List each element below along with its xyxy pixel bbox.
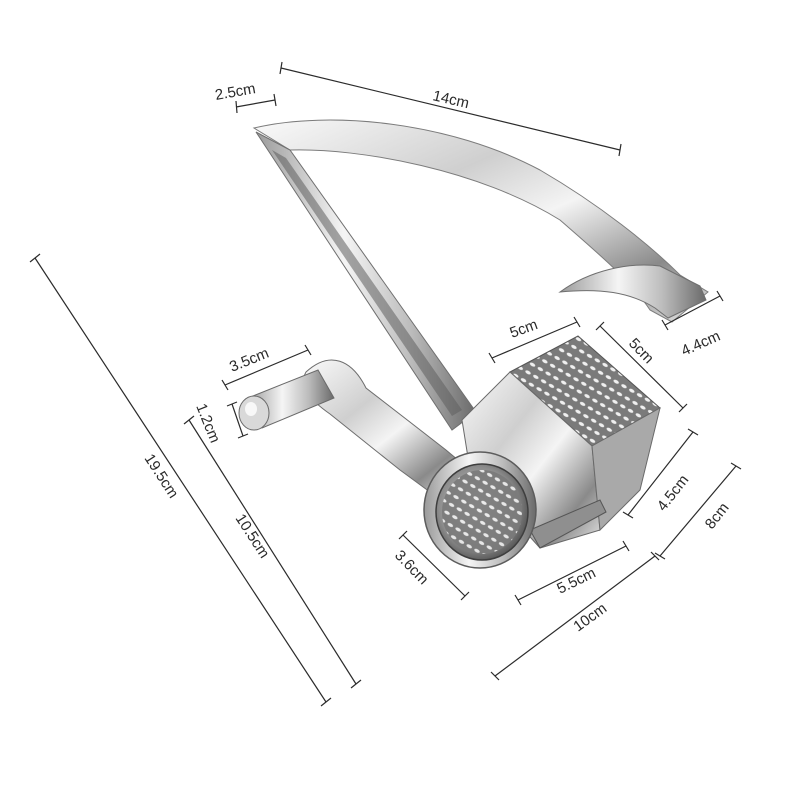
vertical-arm-slot [272,150,462,416]
dim-box-side: 5cm [625,335,657,367]
dim-box-height: 4.5cm [654,472,693,515]
lever-hook [558,264,707,319]
dimension-annotations: 2.5cm 14cm 4.4cm 5cm 5cm 3.5cm 1.2cm [29,61,742,707]
base-clamp [529,499,607,549]
dim-knob-diameter: 1.2cm [192,401,223,445]
dim-total-height: 19.5cm [141,451,182,502]
grater-drum [423,451,537,569]
rotary-grater-photo [238,119,709,569]
dim-top-length: 14cm [431,87,471,112]
dim-drum-diameter: 3.6cm [391,547,432,588]
handle-knob [238,369,335,431]
dim-handle-knob: 3.5cm [227,345,271,376]
dim-drum-length: 5.5cm [554,564,598,597]
dim-top-thickness: 2.5cm [214,80,257,104]
dim-crank-height: 10.5cm [232,511,273,562]
dim-box-top: 5cm [508,316,540,342]
dim-base-depth: 8cm [702,500,733,533]
dim-hook-width: 4.4cm [679,328,723,360]
